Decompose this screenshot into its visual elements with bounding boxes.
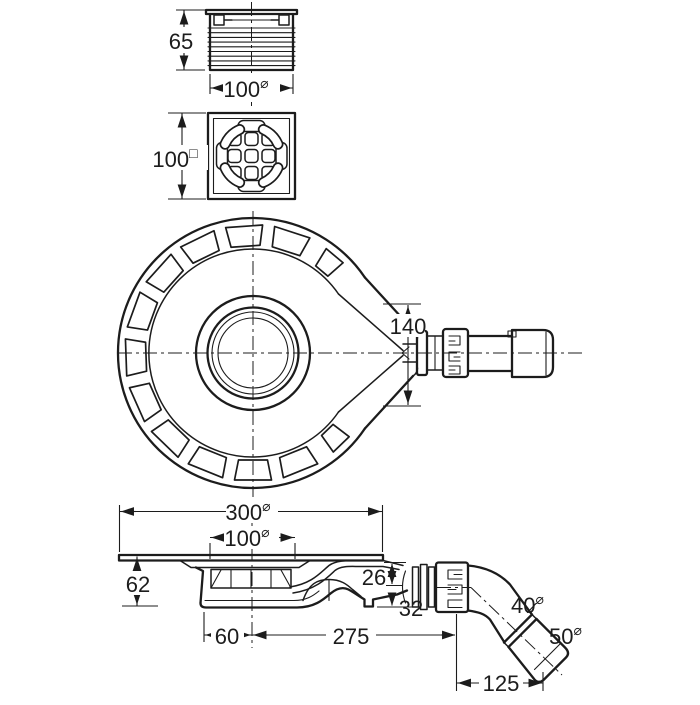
grate-frame — [206, 111, 297, 201]
view-plan: 140 — [116, 211, 586, 497]
dim-grate-seat-diameter: 100⌀ — [209, 524, 296, 559]
drain-body-section — [179, 559, 409, 609]
dim-outlet-lower: 32 — [377, 592, 423, 621]
elbow-axis — [437, 587, 563, 676]
dim-elbow-projection: 125 — [456, 671, 544, 696]
drain-bowl — [194, 294, 312, 412]
dim-outlet-length: 275 — [253, 614, 458, 691]
dim-outlet-width-label: 140 — [390, 314, 427, 339]
elbow-inner-edge — [466, 609, 506, 644]
dim-extension-height: 65 — [166, 9, 205, 71]
dim-extension-diameter: 100⌀ — [209, 74, 294, 102]
dim-outlet-length-label: 275 — [333, 624, 370, 649]
dim-extension-height-label: 65 — [169, 29, 193, 54]
pipe-body — [466, 334, 514, 373]
flange-plate — [117, 553, 385, 562]
dim-flange-diameter: 300⌀ — [118, 498, 384, 552]
grate-corner-slots — [219, 124, 284, 188]
dim-outlet-lower-label: 32 — [399, 596, 423, 621]
dim-extension-diameter-label: 100⌀ — [223, 75, 269, 102]
view-grate: 100□ — [152, 111, 297, 201]
outlet-pipe-assembly-plan — [415, 327, 555, 379]
channel-bottom-wall — [292, 565, 400, 594]
dim-outlet-upper-label: 26 — [362, 565, 386, 590]
grate-slots — [215, 119, 288, 193]
elbow-outer-edge — [466, 564, 533, 616]
dim-grate-size-label: 100□ — [152, 145, 198, 172]
outlet-pipe-assembly-section — [401, 561, 570, 684]
channel-top-wall — [289, 559, 404, 588]
dim-grate-size: 100□ — [152, 112, 208, 200]
flange-outer-edge — [116, 216, 367, 490]
dim-sump-offset-label: 60 — [215, 624, 239, 649]
dim-elbow-socket-diameter: 50⌀ — [549, 622, 582, 649]
flange-inner-edge — [148, 248, 340, 458]
dim-elbow-pipe-diameter-label: 40⌀ — [511, 591, 544, 618]
dim-elbow-socket-diameter-label: 50⌀ — [549, 622, 582, 649]
pipe-ring — [419, 563, 428, 611]
dim-flange-diameter-label: 300⌀ — [225, 498, 271, 525]
dim-sump-offset: 60 — [203, 612, 455, 649]
dim-outlet-width: 140 — [383, 303, 427, 407]
dim-outlet-upper: 26 — [362, 561, 406, 590]
trap-weir — [302, 578, 362, 602]
pipe-ring — [427, 566, 436, 608]
dim-elbow-pipe-diameter: 40⌀ — [511, 591, 544, 618]
dim-elbow-projection-label: 125 — [483, 671, 520, 696]
view-section: 300⌀ 100⌀ 62 26 32 — [117, 498, 582, 696]
grate-inner-frame — [212, 117, 291, 195]
extension-piece-body — [204, 8, 299, 72]
pipe-socket — [510, 328, 555, 379]
flange-anchor-slots — [124, 224, 350, 481]
coupling-nut — [441, 327, 470, 379]
dim-grate-seat-diameter-label: 100⌀ — [224, 524, 270, 551]
elbow-collar — [502, 613, 538, 649]
dim-installation-height-label: 62 — [126, 572, 150, 597]
dim-installation-height: 62 — [122, 556, 158, 607]
view-extension-piece: 65 100⌀ — [166, 2, 299, 106]
